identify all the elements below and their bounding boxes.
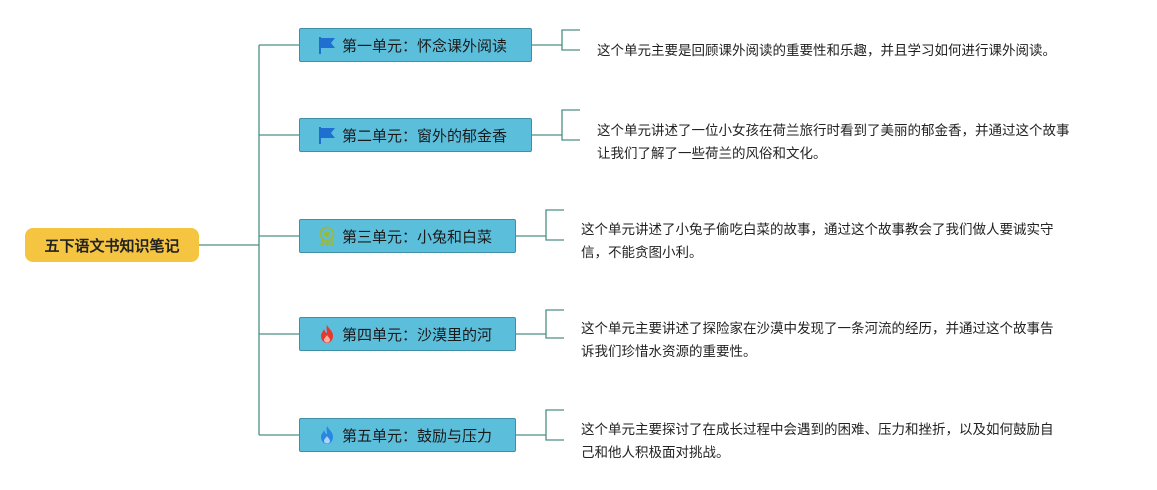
unit-description-5: 这个单元主要探讨了在成长过程中会遇到的困难、压力和挫折，以及如何鼓励自 己和他人…	[581, 419, 1054, 465]
unit-topic-1[interactable]: 第一单元：怀念课外阅读	[299, 28, 532, 62]
blue-flag-icon	[316, 124, 338, 146]
desc-bracket	[561, 109, 580, 141]
award-ribbon-icon	[316, 225, 338, 247]
description-line: 这个单元讲述了一位小女孩在荷兰旅行时看到了美丽的郁金香，并通过这个故事	[597, 123, 1070, 139]
description-line: 这个单元讲述了小兔子偷吃白菜的故事，通过这个故事教会了我们做人要诚实守	[581, 222, 1054, 238]
unit-topic-4[interactable]: 第四单元：沙漠里的河	[299, 317, 516, 351]
description-line: 这个单元主要探讨了在成长过程中会遇到的困难、压力和挫折，以及如何鼓励自	[581, 422, 1054, 438]
unit-topic-2[interactable]: 第二单元：窗外的郁金香	[299, 118, 532, 152]
unit-title: 第五单元：鼓励与压力	[342, 426, 493, 445]
desc-bracket	[545, 309, 564, 339]
description-line: 诉我们珍惜水资源的重要性。	[581, 344, 757, 360]
unit-title: 第三单元：小兔和白菜	[342, 227, 493, 246]
unit-title: 第二单元：窗外的郁金香	[342, 126, 508, 145]
desc-bracket	[545, 209, 564, 241]
desc-bracket	[561, 29, 580, 51]
unit-description-4: 这个单元主要讲述了探险家在沙漠中发现了一条河流的经历，并通过这个故事告 诉我们珍…	[581, 318, 1054, 364]
blue-flame-icon	[316, 424, 338, 446]
root-topic[interactable]: 五下语文书知识笔记	[25, 228, 199, 262]
unit-description-2: 这个单元讲述了一位小女孩在荷兰旅行时看到了美丽的郁金香，并通过这个故事 让我们了…	[597, 120, 1070, 166]
unit-description-1: 这个单元主要是回顾课外阅读的重要性和乐趣，并且学习如何进行课外阅读。	[597, 40, 1056, 63]
unit-topic-5[interactable]: 第五单元：鼓励与压力	[299, 418, 516, 452]
root-title: 五下语文书知识笔记	[44, 236, 180, 255]
desc-bracket	[545, 409, 564, 441]
unit-description-3: 这个单元讲述了小兔子偷吃白菜的故事，通过这个故事教会了我们做人要诚实守 信，不能…	[581, 219, 1054, 265]
unit-topic-3[interactable]: 第三单元：小兔和白菜	[299, 219, 516, 253]
description-line: 这个单元主要讲述了探险家在沙漠中发现了一条河流的经历，并通过这个故事告	[581, 321, 1054, 337]
description-line: 让我们了解了一些荷兰的风俗和文化。	[597, 146, 827, 162]
unit-title: 第四单元：沙漠里的河	[342, 325, 493, 344]
description-line: 己和他人积极面对挑战。	[581, 445, 730, 461]
blue-flag-icon	[316, 34, 338, 56]
description-line: 信，不能贪图小利。	[581, 245, 703, 261]
description-line: 这个单元主要是回顾课外阅读的重要性和乐趣，并且学习如何进行课外阅读。	[597, 43, 1056, 59]
red-flame-icon	[316, 323, 338, 345]
unit-title: 第一单元：怀念课外阅读	[342, 36, 508, 55]
